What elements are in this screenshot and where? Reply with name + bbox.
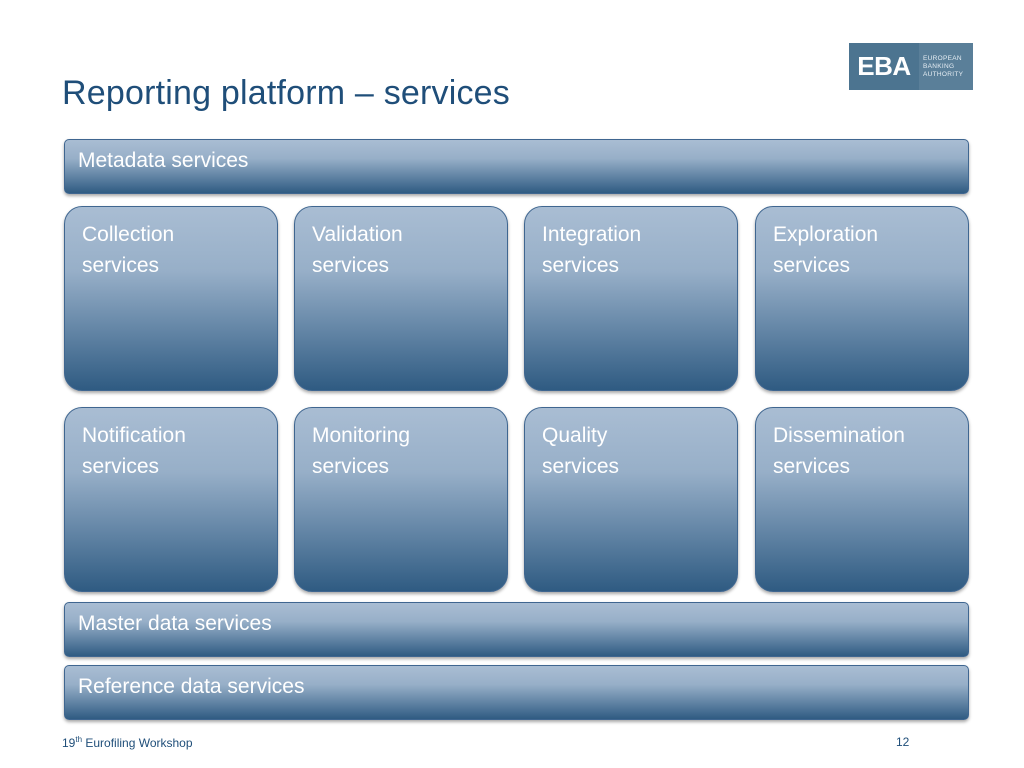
service-label: Notification [82,424,186,447]
integration-services-box: Integration services [524,206,738,391]
metadata-services-bar: Metadata services [64,139,969,194]
reference-data-services-bar: Reference data services [64,665,969,720]
service-label: services [312,254,390,277]
footer-event: 19th Eurofiling Workshop [62,735,193,750]
eba-logo: EBA EUROPEAN BANKING AUTHORITY [849,43,973,90]
service-label: Monitoring [312,424,411,447]
footer-ordinal: th [75,735,83,744]
footer-number: 19 [62,736,76,750]
validation-services-box: Validation services [294,206,508,391]
master-data-services-bar: Master data services [64,602,969,657]
service-label: Exploration [773,223,879,246]
logo-line: BANKING [923,62,955,70]
service-label: Validation [312,223,403,246]
page-title: Reporting platform – services [62,74,510,112]
eba-logo-mark: EBA [849,43,919,90]
notification-services-box: Notification services [64,407,278,592]
eba-logo-text: EUROPEAN BANKING AUTHORITY [919,55,963,79]
footer-event-name: Eurofiling Workshop [82,736,193,750]
service-label: services [542,455,620,478]
logo-line: EUROPEAN [923,54,962,62]
page-number: 12 [896,735,910,749]
service-label: Dissemination [773,424,905,447]
exploration-services-box: Exploration services [755,206,969,391]
service-label: services [773,455,851,478]
collection-services-box: Collection services [64,206,278,391]
dissemination-services-box: Dissemination services [755,407,969,592]
quality-services-box: Quality services [524,407,738,592]
service-label: services [542,254,620,277]
service-label: services [82,455,160,478]
service-label: services [82,254,160,277]
logo-line: AUTHORITY [923,70,964,78]
service-label: Integration [542,223,642,246]
service-label: services [312,455,390,478]
service-label: Collection [82,223,175,246]
service-label: services [773,254,851,277]
monitoring-services-box: Monitoring services [294,407,508,592]
service-label: Quality [542,424,608,447]
